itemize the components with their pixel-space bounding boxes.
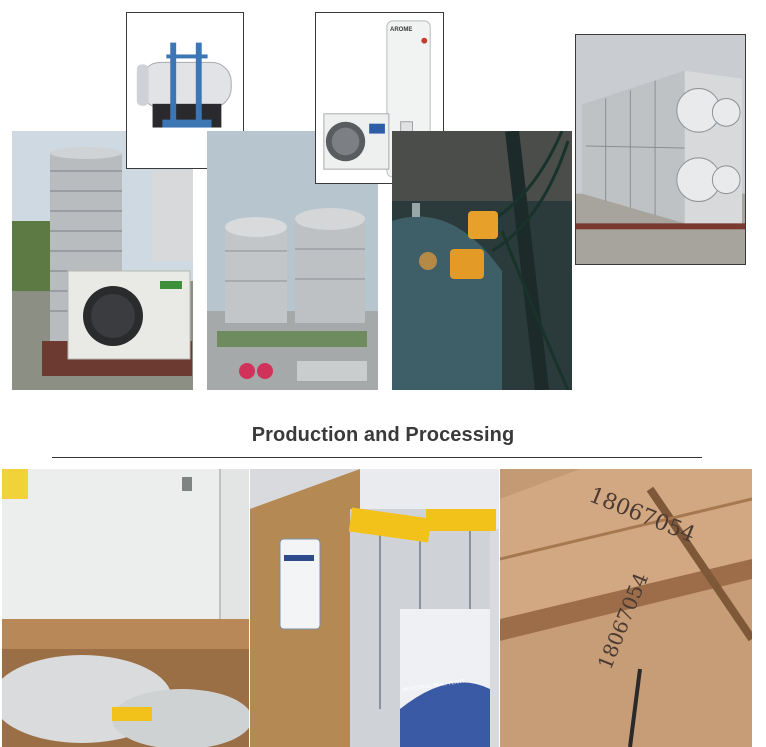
photo-packaged-elements: INDUSTRIAL HEA... PLANT xyxy=(250,469,499,747)
photo-sectional-tank xyxy=(575,34,746,265)
section-heading: Production and Processing xyxy=(251,424,515,446)
photo-heat-pump-tank xyxy=(12,131,193,390)
heading-divider xyxy=(52,457,702,458)
photo-pipe-sensors xyxy=(392,131,572,390)
photo-wooden-crate: 18067054 18067054 xyxy=(500,469,752,747)
photo-box-packing xyxy=(2,469,249,747)
brand-logo: AROME xyxy=(390,27,413,33)
photo-split-water-heater: AROME xyxy=(315,12,444,184)
